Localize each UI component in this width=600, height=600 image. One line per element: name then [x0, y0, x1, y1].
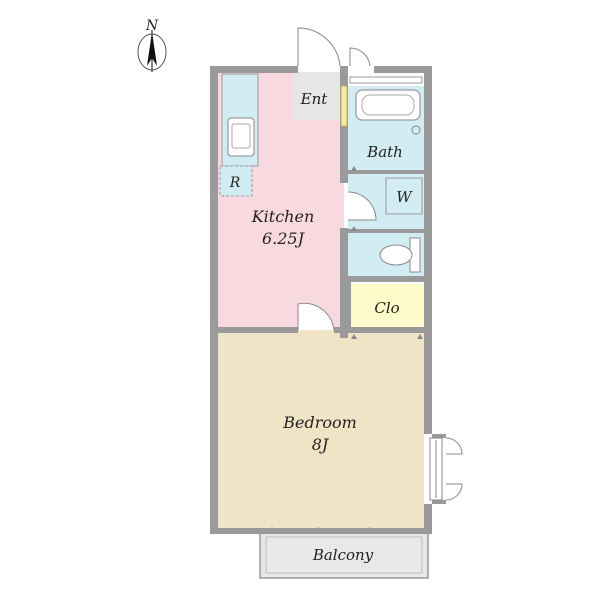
balcony-area	[259, 531, 429, 579]
side-window	[429, 437, 463, 501]
fridge-space	[219, 165, 253, 197]
kitchen-label: Kitchen	[251, 207, 315, 226]
kitchen-sink-icon	[227, 117, 255, 157]
closet-slide-marks	[351, 166, 423, 339]
fridge-label: R	[229, 175, 241, 191]
balcony-label: Balcony	[312, 546, 374, 564]
north-compass-icon	[137, 30, 167, 72]
washer-label: W	[396, 188, 413, 206]
entrance-door-swing	[297, 27, 341, 67]
bath-label: Bath	[366, 143, 403, 161]
bathtub-icon	[355, 89, 421, 135]
washer-space	[385, 177, 423, 215]
bath-window	[349, 76, 423, 84]
balcony-inner-rail	[265, 536, 423, 574]
washroom-door-swing	[347, 191, 377, 221]
bedroom-area	[216, 330, 424, 530]
entrance-label: Ent	[300, 90, 329, 108]
balcony-sliding-window	[220, 527, 424, 534]
closet-area	[350, 284, 424, 330]
bedroom-size-label: 8J	[312, 435, 330, 454]
kitchen-size-label: 6.25J	[262, 229, 306, 248]
bedroom-door-swing	[297, 302, 335, 331]
storage-door-swing	[349, 47, 371, 67]
bedroom-label: Bedroom	[282, 413, 357, 432]
entrance-area	[293, 72, 341, 120]
shoe-cabinet	[340, 85, 348, 127]
toilet-icon	[379, 237, 421, 273]
closet-label: Clo	[374, 299, 399, 317]
compass-north-label: N	[145, 18, 159, 34]
